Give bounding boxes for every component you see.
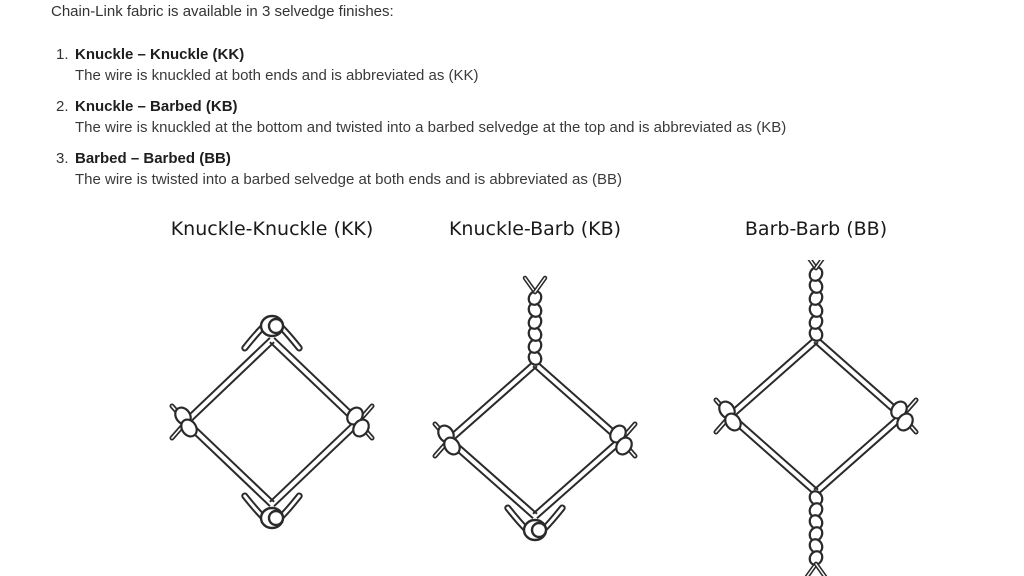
side-joint (346, 403, 375, 441)
mesh-wire (269, 419, 361, 507)
diagram-knuckle-barb (425, 260, 645, 576)
finish-item-bb: 3. Barbed – Barbed (BB) The wire is twis… (56, 148, 956, 190)
barbed-selvedge (804, 490, 828, 576)
barbed-selvedge (522, 275, 548, 366)
finish-title: Barbed – Barbed (BB) (75, 150, 231, 167)
barbed-selvedge (807, 260, 825, 342)
finish-description: The wire is twisted into a barbed selved… (75, 171, 622, 188)
finish-description: The wire is knuckled at the bottom and t… (75, 119, 787, 136)
diagram-barb-barb (706, 260, 926, 576)
intro-text: Chain-Link fabric is available in 3 selv… (51, 3, 394, 20)
mesh-diagram-kk (169, 314, 375, 530)
mesh-wire (183, 337, 275, 425)
finish-title: Knuckle – Knuckle (KK) (75, 46, 245, 63)
side-joint (713, 397, 742, 435)
knuckle-selvedge (241, 492, 303, 530)
side-joint (169, 403, 198, 441)
knuckle-selvedge (504, 504, 566, 542)
mesh-diagram-bb (713, 260, 919, 576)
mesh-wire (446, 361, 538, 443)
diagram-caption-kb: Knuckle-Barb (KB) (448, 218, 622, 240)
mesh-wire (813, 413, 905, 495)
diagram-caption-kk: Knuckle-Knuckle (KK) (170, 218, 374, 240)
finish-number: 1. (56, 46, 69, 63)
mesh-wire (532, 361, 624, 443)
mesh-wire (813, 337, 905, 419)
side-joint (890, 397, 919, 435)
selvedge-finish-list: 1. Knuckle – Knuckle (KK) The wire is kn… (56, 44, 956, 200)
side-joint (609, 421, 638, 459)
finish-number: 2. (56, 98, 69, 115)
knuckle-selvedge (241, 314, 303, 352)
finish-number: 3. (56, 150, 69, 167)
mesh-wire (727, 337, 819, 419)
finish-item-kb: 2. Knuckle – Barbed (KB) The wire is knu… (56, 96, 956, 138)
mesh-wire (269, 337, 361, 425)
mesh-wire (446, 437, 538, 519)
finish-item-kk: 1. Knuckle – Knuckle (KK) The wire is kn… (56, 44, 956, 86)
finish-description: The wire is knuckled at both ends and is… (75, 67, 479, 84)
diagram-caption-bb: Barb-Barb (BB) (744, 218, 888, 240)
mesh-wire (183, 419, 275, 507)
mesh-wire (727, 413, 819, 495)
mesh-diagram-kb (432, 275, 638, 542)
side-joint (432, 421, 461, 459)
finish-title: Knuckle – Barbed (KB) (75, 98, 238, 115)
diagram-knuckle-knuckle (162, 260, 382, 576)
mesh-wire (532, 437, 624, 519)
